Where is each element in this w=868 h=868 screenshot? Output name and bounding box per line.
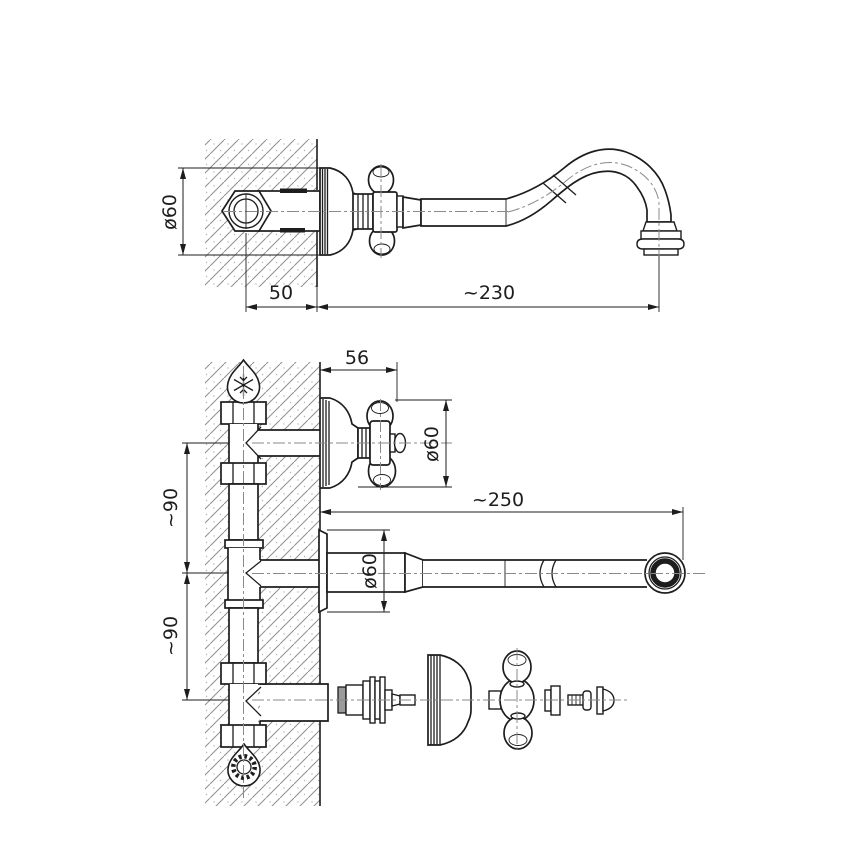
dim-label-diameter-side: ø60 xyxy=(159,194,181,230)
inlet-fitting-side xyxy=(220,188,321,233)
front-view: 56 ø60 ~90 ~90 ~250 xyxy=(160,347,705,806)
dim-label-spout-reach: ~230 xyxy=(463,282,515,304)
aerator-side xyxy=(636,221,685,256)
dim-label-wall-offset: 50 xyxy=(269,282,293,304)
dim-label-handle-diameter: ø60 xyxy=(421,426,443,462)
dim-label-lower-spacing: ~90 xyxy=(160,616,182,656)
spout-side xyxy=(402,148,672,230)
centerlines-side xyxy=(224,162,660,258)
cross-handle-side xyxy=(352,165,404,256)
centerlines-front xyxy=(243,366,705,800)
dim-label-upper-spacing: ~90 xyxy=(160,488,182,528)
supply-pipes xyxy=(220,401,329,748)
dim-label-handle-width: 56 xyxy=(345,347,369,369)
side-view: ø60 50 ~230 xyxy=(159,139,685,312)
cross-handle-front xyxy=(357,400,407,488)
dimensions-front: 56 ø60 ~90 ~90 ~250 xyxy=(160,347,684,701)
aerator-front xyxy=(644,552,686,594)
rough-in-body xyxy=(260,683,329,722)
dim-label-spout-diameter: ø60 xyxy=(359,553,381,589)
dim-label-spout-length: ~250 xyxy=(472,489,524,511)
dimensions-side: ø60 50 ~230 xyxy=(159,167,660,312)
